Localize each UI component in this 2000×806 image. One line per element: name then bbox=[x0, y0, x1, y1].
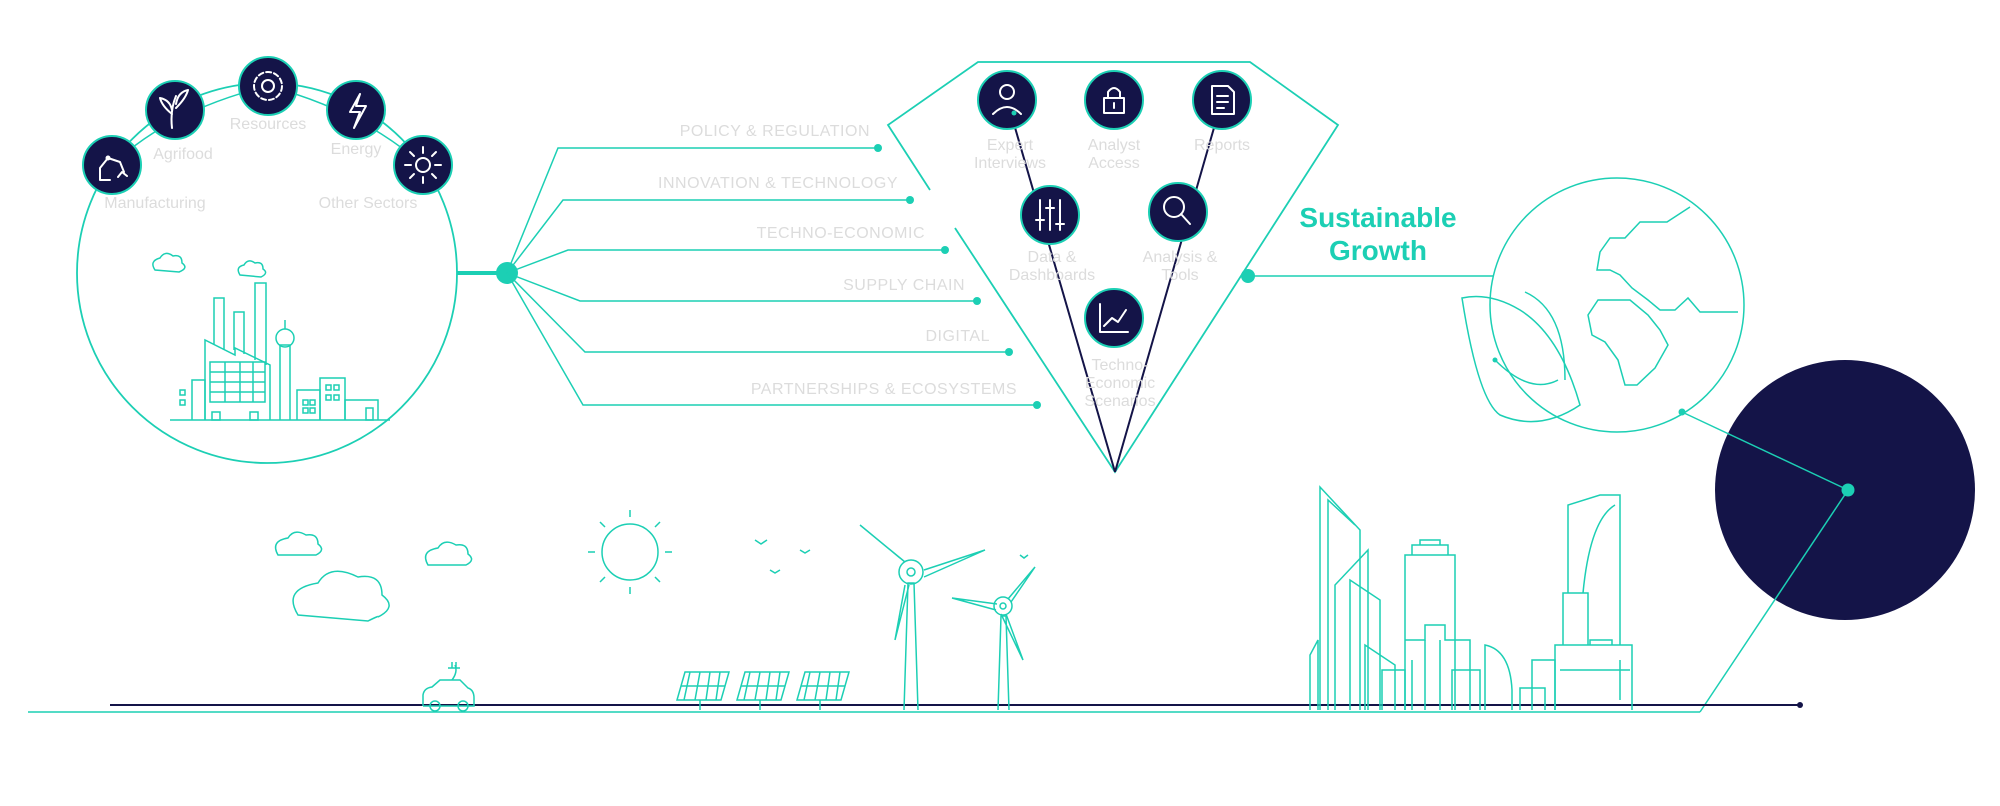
growth-node bbox=[1241, 269, 1255, 283]
factory-illustration bbox=[152, 252, 390, 421]
tool-item-reports: Reports bbox=[1192, 70, 1252, 154]
stream-dot-innovation bbox=[906, 196, 914, 204]
magnifier-icon bbox=[1148, 182, 1208, 242]
stream-dot-policy bbox=[874, 144, 882, 152]
leaf-shape bbox=[1461, 295, 1581, 423]
tool-label-expert-1: Expert bbox=[987, 137, 1034, 154]
tool-label-analyst-1: Analyst bbox=[1088, 137, 1141, 154]
tool-item-expert-interviews: Expert Interviews bbox=[974, 70, 1046, 172]
sector-label-manufacturing: Manufacturing bbox=[104, 195, 205, 212]
stream-label-policy: POLICY & REGULATION bbox=[680, 123, 870, 140]
tools-diamond: Expert Interviews Analyst Access Reports… bbox=[886, 61, 1340, 474]
sector-group: Manufacturing Agrifood Resources Energy … bbox=[76, 56, 458, 464]
tool-label-reports: Reports bbox=[1194, 137, 1250, 154]
sector-label-resources: Resources bbox=[230, 116, 306, 133]
tool-item-analysis-tools: Analysis & Tools bbox=[1143, 182, 1218, 284]
stream-label-supply: SUPPLY CHAIN bbox=[843, 277, 965, 294]
globe-circle bbox=[1489, 177, 1745, 433]
stream-label-partnerships: PARTNERSHIPS & ECOSYSTEMS bbox=[751, 381, 1017, 398]
tool-item-data-dashboards: Data & Dashboards bbox=[1009, 185, 1095, 284]
tool-label-techno-3: Scenarios bbox=[1084, 393, 1155, 410]
headline-line-1: Sustainable bbox=[1299, 202, 1456, 233]
sector-label-energy: Energy bbox=[331, 141, 382, 158]
line-chart-icon bbox=[1084, 288, 1144, 348]
sun-icon bbox=[393, 135, 453, 195]
stream-connectors: POLICY & REGULATION INNOVATION & TECHNOL… bbox=[457, 123, 1041, 409]
headline-line-2: Growth bbox=[1329, 235, 1427, 266]
sector-item-manufacturing bbox=[82, 135, 142, 195]
sector-item-energy bbox=[326, 80, 386, 140]
growth-group: Sustainable Growth bbox=[1241, 177, 1975, 713]
stream-label-innovation: INNOVATION & TECHNOLOGY bbox=[658, 175, 898, 192]
stream-dot-supply bbox=[973, 297, 981, 305]
tool-item-techno-economic: Techno- Economic Scenarios bbox=[1084, 288, 1156, 410]
sprout-icon bbox=[145, 80, 205, 140]
sector-item-resources bbox=[238, 56, 298, 116]
stream-label-digital: DIGITAL bbox=[925, 328, 990, 345]
tool-label-analysis-1: Analysis & bbox=[1143, 249, 1218, 266]
sector-circle bbox=[76, 82, 458, 464]
stream-dot-digital bbox=[1005, 348, 1013, 356]
tool-label-data-1: Data & bbox=[1028, 249, 1077, 266]
stream-label-techno: TECHNO-ECONOMIC bbox=[757, 225, 925, 242]
robot-arm-icon bbox=[82, 135, 142, 195]
lightning-icon bbox=[326, 80, 386, 140]
tool-label-expert-2: Interviews bbox=[974, 155, 1046, 172]
tool-label-techno-2: Economic bbox=[1085, 375, 1155, 392]
stream-dot-techno bbox=[941, 246, 949, 254]
sector-item-agrifood bbox=[145, 80, 205, 140]
tool-item-analyst-access: Analyst Access bbox=[1084, 70, 1144, 172]
stream-dot-partnerships bbox=[1033, 401, 1041, 409]
sector-item-other bbox=[393, 135, 453, 195]
lock-icon bbox=[1084, 70, 1144, 130]
tool-label-data-2: Dashboards bbox=[1009, 267, 1095, 284]
tool-label-analysis-2: Tools bbox=[1161, 267, 1198, 284]
document-icon bbox=[1192, 70, 1252, 130]
sector-label-other: Other Sectors bbox=[319, 195, 418, 212]
sector-label-agrifood: Agrifood bbox=[153, 146, 213, 163]
gear-icon bbox=[238, 56, 298, 116]
tool-label-techno-1: Techno- bbox=[1092, 357, 1149, 374]
landscape bbox=[28, 485, 1803, 713]
tool-label-analyst-2: Access bbox=[1088, 155, 1140, 172]
